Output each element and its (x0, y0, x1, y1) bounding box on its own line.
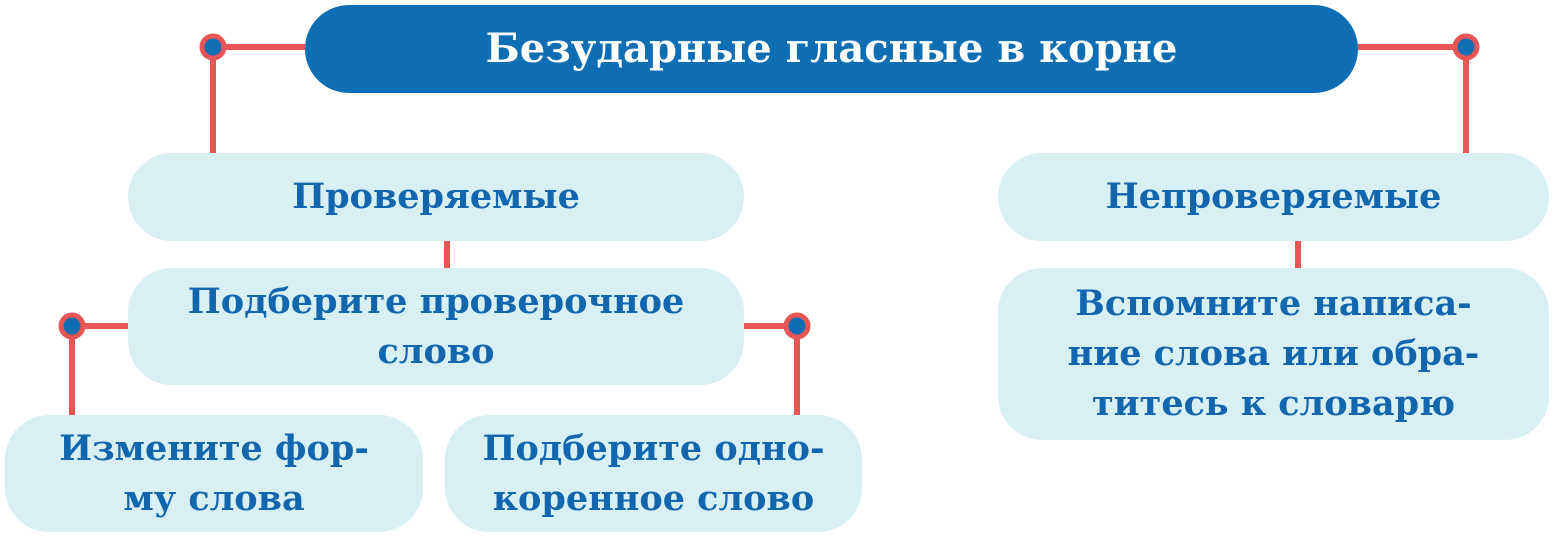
connector-dot (58, 312, 86, 340)
method-line: Подберите одно- (482, 427, 825, 469)
checkable-label: Проверяемые (292, 176, 580, 217)
connector-rule-method-1 (69, 323, 130, 417)
connector-dot (1452, 33, 1480, 61)
checkable-rule-node: Подберите проверочное слово (128, 268, 744, 385)
connector-dot (199, 33, 227, 61)
rule-line: слово (377, 330, 495, 372)
connector-rule-method-2 (742, 323, 800, 417)
rule-line: Вспомните написа- (1075, 283, 1472, 324)
method-line: коренное слово (492, 477, 815, 519)
method-line: Измените фор- (59, 427, 369, 469)
connector-title-uncheckable (1358, 44, 1469, 155)
connector-title-checkable (210, 44, 305, 155)
method-change-form-node: Измените фор- му слова (5, 415, 423, 532)
rule-line: Подберите проверочное (187, 280, 685, 322)
rule-line: ние слова или обра- (1067, 333, 1480, 374)
method-cognate-node: Подберите одно- коренное слово (445, 415, 862, 532)
method-line: му слова (123, 477, 305, 519)
rule-line: титесь к словарю (1091, 383, 1455, 424)
connector-dot (783, 312, 811, 340)
diagram-title: Безударные гласные в корне (305, 5, 1358, 93)
checkable-node: Проверяемые (128, 153, 744, 241)
uncheckable-label: Непроверяемые (1105, 176, 1442, 217)
uncheckable-node: Непроверяемые (998, 153, 1549, 241)
title-text: Безударные гласные в корне (485, 25, 1178, 72)
uncheckable-rule-node: Вспомните написа- ние слова или обра- ти… (998, 268, 1549, 440)
